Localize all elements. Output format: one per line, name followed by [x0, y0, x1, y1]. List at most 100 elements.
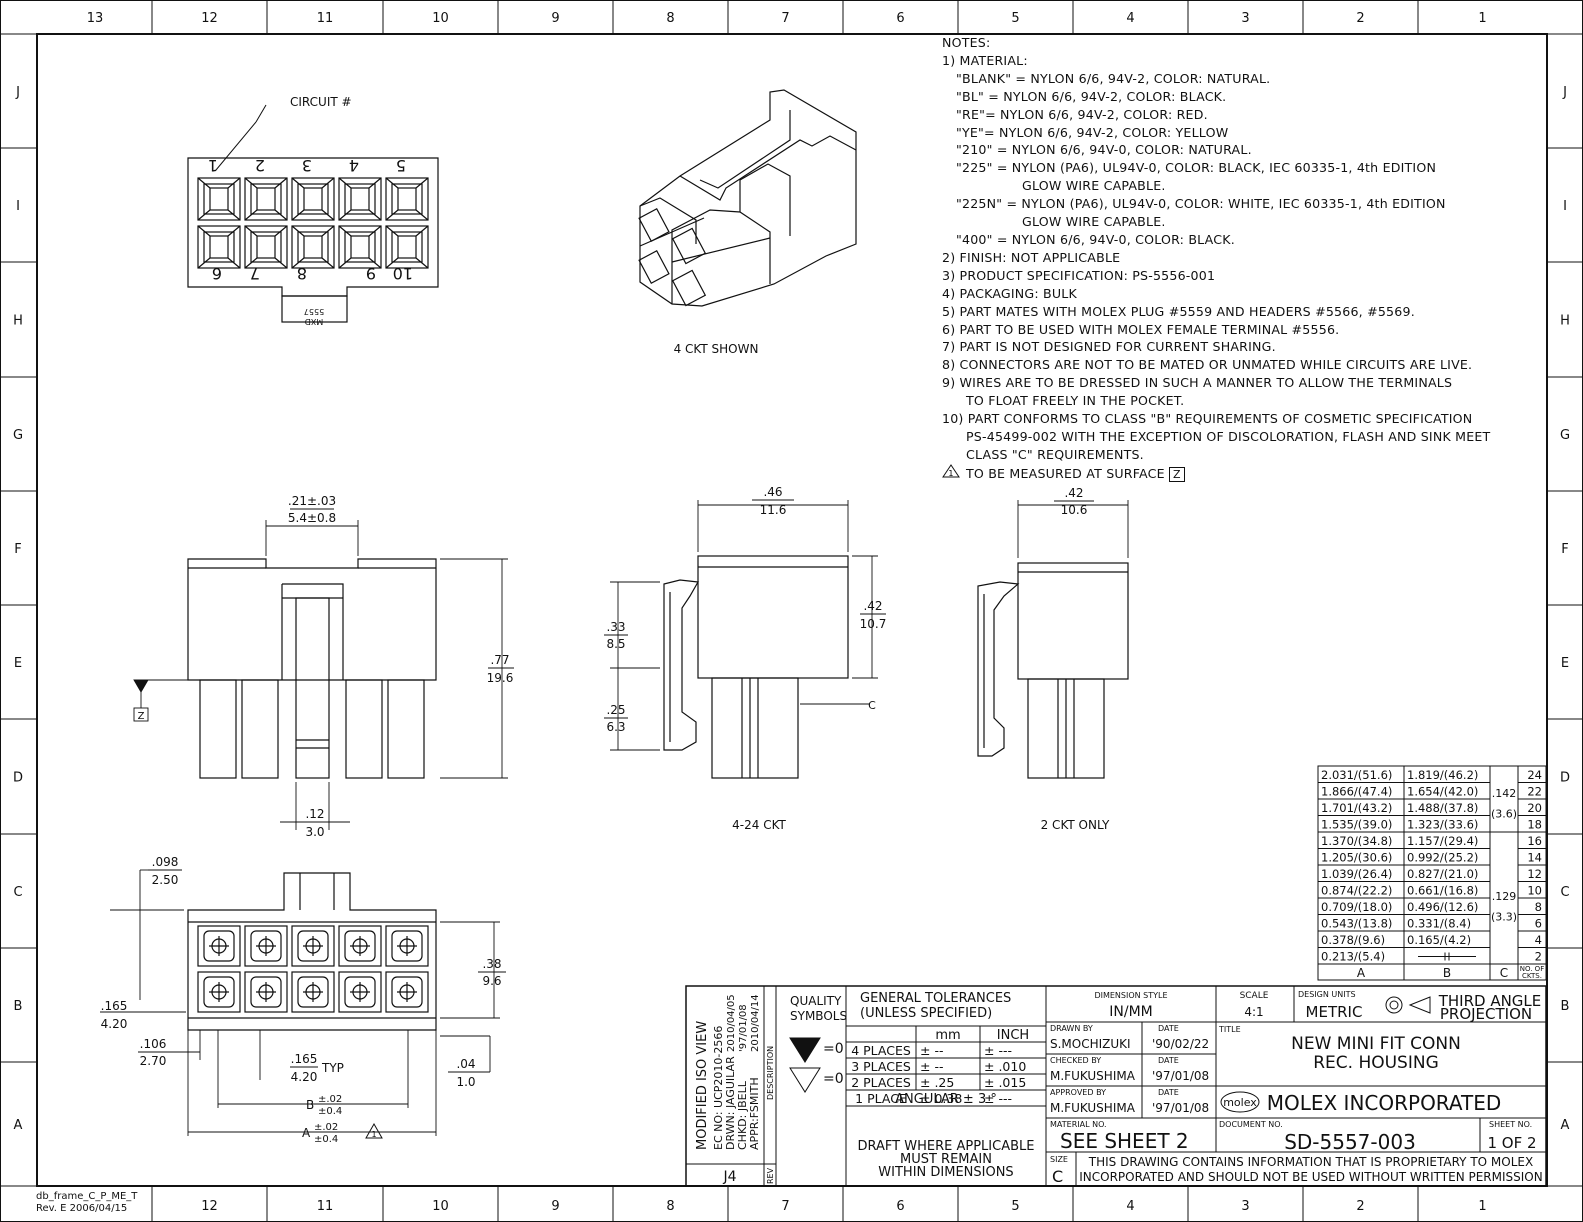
bottom-view — [187, 872, 437, 1031]
table-cell-b: 0.827/(21.0) — [1407, 867, 1478, 881]
tolerance-row-inch: ± .010 — [984, 1059, 1026, 1074]
quality-label-2: SYMBOLS — [790, 1009, 847, 1023]
title-block — [685, 985, 1547, 1187]
circuit-number: 2 — [255, 156, 265, 175]
zone-column-label: 10 — [432, 11, 449, 26]
zone-column-label: 7 — [781, 1199, 789, 1214]
proprietary-1: THIS DRAWING CONTAINS INFORMATION THAT I… — [1088, 1155, 1533, 1169]
terminal-cavity — [385, 225, 429, 269]
notes-header: NOTES: — [942, 35, 991, 50]
note-item: 5) PART MATES WITH MOLEX PLUG #5559 AND … — [942, 303, 1415, 319]
zone-row-label: E — [14, 656, 22, 671]
table-row: 0.709/(18.0)0.496/(12.6)8 — [1321, 900, 1542, 914]
tolerance-inch: INCH — [997, 1028, 1029, 1043]
zone-row-label: D — [13, 771, 23, 786]
rev-date3: 2010/04/14 — [750, 994, 761, 1052]
zone-column-label: 3 — [1241, 1199, 1249, 1214]
molex-logo-icon — [1220, 1091, 1260, 1113]
isometric-view — [638, 89, 857, 307]
material-line: "225N" = NYLON (PA6), UL94V-0, COLOR: WH… — [956, 196, 1446, 212]
note-item: 6) PART TO BE USED WITH MOLEX FEMALE TER… — [942, 321, 1340, 337]
table-cell-a: 0.378/(9.6) — [1321, 933, 1385, 947]
angular-tolerance: ANGULAR ± 3 ° — [895, 1092, 997, 1107]
terminal-cavity — [197, 925, 241, 967]
terminal-cavity — [385, 177, 429, 221]
side-view-dims — [133, 520, 508, 830]
zone-row-label: A — [1561, 1118, 1570, 1133]
table-cell-ckts: 10 — [1527, 884, 1542, 898]
flag-note-number: 1 — [948, 469, 953, 478]
zone-row-label: I — [1563, 199, 1567, 214]
zone-row-label: H — [13, 314, 23, 329]
tolerance-row-label: 4 PLACES — [851, 1043, 911, 1058]
projection-2: PROJECTION — [1440, 1005, 1532, 1023]
dim-033-in: .33 — [606, 620, 625, 634]
zone-column-label: 4 — [1126, 11, 1134, 26]
table-cell-ckts: 22 — [1527, 785, 1542, 799]
scale: 4:1 — [1244, 1005, 1263, 1019]
zone-column-label: 5 — [1011, 11, 1019, 26]
title-line-1: NEW MINI FIT CONN — [1291, 1034, 1461, 1054]
zone-column-label: 6 — [896, 1199, 904, 1214]
drawn-by-label: DRAWN BY — [1050, 1024, 1093, 1033]
tolerance-row-inch: ± --- — [984, 1043, 1012, 1058]
circuit-number: 9 — [366, 264, 376, 283]
dim-165a-in: .165 — [101, 999, 128, 1013]
table-c-value: .129 — [1492, 890, 1517, 903]
tolerance-row: 4 PLACES ± -- ± --- — [851, 1043, 1012, 1058]
table-row: 0.543/(13.8)0.331/(8.4)6 — [1321, 917, 1542, 931]
dim-042b-mm: 10.6 — [1061, 503, 1088, 517]
table-cell-b: 1.654/(42.0) — [1407, 785, 1478, 799]
checked-date-label: DATE — [1158, 1056, 1179, 1065]
dim-077-in: .77 — [490, 653, 509, 667]
scale-label: SCALE — [1240, 991, 1269, 1001]
terminal-cavity — [244, 925, 288, 967]
dim-077-mm: 19.6 — [487, 671, 514, 685]
zone-column-label: 9 — [551, 11, 559, 26]
table-row: 0.213/(5.4)2 — [1321, 950, 1542, 964]
dim-046-mm: 11.6 — [760, 503, 787, 517]
zone-row-label: C — [1560, 885, 1569, 900]
flag-triangle — [365, 1122, 383, 1139]
table-header: A — [1357, 966, 1366, 980]
zone-column-label: 2 — [1356, 11, 1364, 26]
zone-column-label: 5 — [1011, 1199, 1019, 1214]
terminal-cavity — [291, 971, 335, 1013]
material-line: "BL" = NYLON 6/6, 94V-2, COLOR: BLACK. — [956, 88, 1227, 104]
zone-column-label: 8 — [666, 11, 674, 26]
table-cell-a: 1.866/(47.4) — [1321, 785, 1392, 799]
tolerance-mm: mm — [935, 1028, 960, 1043]
draft-note-1: DRAFT WHERE APPLICABLE — [858, 1139, 1035, 1154]
flag-note-triangle-icon: 1 — [942, 463, 960, 478]
tolerance-row-mm: ± 0.38 — [920, 1091, 962, 1106]
approved-by-label: APPROVED BY — [1050, 1088, 1106, 1097]
terminal-cavity — [244, 225, 288, 269]
zone-column-label: 1 — [1478, 1199, 1486, 1214]
company-name: MOLEX INCORPORATED — [1267, 1091, 1502, 1115]
table-row: 2.031/(51.6)1.819/(46.2)24 — [1321, 768, 1542, 782]
rev-date2: '97/01/08 — [738, 1004, 749, 1052]
table-cell-b: 0.496/(12.6) — [1407, 900, 1478, 914]
circuit-number: 8 — [297, 264, 307, 283]
terminal-cavity — [338, 925, 382, 967]
tolerance-row-mm: ± -- — [920, 1043, 943, 1058]
zone-row-label: E — [1561, 656, 1569, 671]
dim-165b-in: .165 — [291, 1052, 318, 1066]
terminal-cavity — [385, 971, 429, 1013]
zone-column-label: 9 — [551, 1199, 559, 1214]
zone-column-label: 10 — [432, 1199, 449, 1214]
table-cell-a: 1.205/(30.6) — [1321, 851, 1392, 865]
molex-logo: molex — [1223, 1096, 1257, 1109]
checked-date: '97/01/08 — [1152, 1069, 1209, 1083]
table-cell-a: 0.543/(13.8) — [1321, 917, 1392, 931]
design-units: METRIC — [1306, 1003, 1363, 1021]
table-cell-a: 2.031/(51.6) — [1321, 768, 1392, 782]
note-item: 2) FINISH: NOT APPLICABLE — [942, 249, 1121, 265]
symbol-eq-2: =0 — [823, 1071, 844, 1087]
zone-column-label: 1 — [1478, 11, 1486, 26]
table-header: C — [1500, 966, 1508, 980]
side-view-4-24-dims — [610, 500, 878, 751]
dimension-style-label: DIMENSION STYLE — [1094, 991, 1167, 1000]
note-material-title: 1) MATERIAL: — [942, 52, 1028, 68]
